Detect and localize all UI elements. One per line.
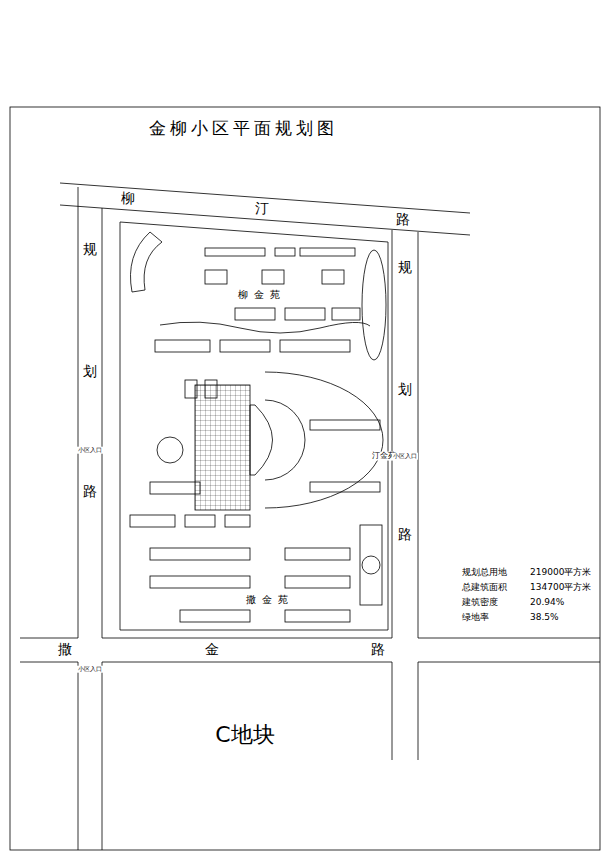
building bbox=[155, 340, 210, 352]
building bbox=[322, 270, 344, 284]
entrance-label: 小区入口 bbox=[77, 447, 103, 454]
road-label: 路 bbox=[371, 642, 385, 657]
stat-text: 38.5% bbox=[530, 613, 559, 623]
building bbox=[185, 515, 215, 527]
entrance-label: 小区入口 bbox=[77, 666, 103, 673]
road-edge bbox=[20, 638, 600, 639]
area-label: 柳金苑 bbox=[237, 289, 287, 300]
road-label: 路 bbox=[398, 527, 412, 542]
fan-arc bbox=[265, 400, 305, 480]
building bbox=[332, 308, 360, 320]
road-edge bbox=[418, 662, 419, 760]
building bbox=[285, 576, 350, 588]
stat-text: 建筑密度 bbox=[462, 598, 498, 608]
road-edge bbox=[102, 662, 103, 850]
stat-text: 134700平方米 bbox=[530, 583, 591, 593]
area-label: 撒金苑 bbox=[245, 594, 295, 605]
stat-text: 规划总用地 bbox=[462, 568, 507, 578]
road-label: 路 bbox=[396, 212, 410, 227]
road-edge bbox=[392, 230, 393, 638]
building bbox=[185, 380, 197, 398]
road-edge bbox=[102, 208, 103, 638]
building bbox=[150, 482, 200, 494]
building bbox=[310, 482, 380, 492]
road-label: 规 bbox=[83, 242, 97, 257]
oval-green bbox=[362, 250, 386, 360]
road-label: 规 bbox=[398, 260, 412, 275]
building bbox=[205, 270, 227, 284]
building bbox=[280, 340, 350, 352]
stat-text: 20.94% bbox=[530, 598, 564, 608]
entrance-label: 小区入口 bbox=[392, 453, 418, 460]
building bbox=[150, 576, 250, 588]
road-edge bbox=[418, 232, 419, 638]
building bbox=[285, 548, 350, 560]
plan-title: 金柳小区平面规划图 bbox=[149, 119, 338, 138]
stat-text: 绿地率 bbox=[462, 613, 489, 623]
building bbox=[150, 548, 250, 560]
building bbox=[130, 232, 162, 292]
road-label: 路 bbox=[83, 484, 97, 499]
building bbox=[300, 248, 355, 256]
building bbox=[285, 308, 325, 320]
plaza bbox=[195, 385, 250, 510]
road-label: 划 bbox=[83, 364, 97, 379]
central-building bbox=[250, 405, 273, 475]
frame bbox=[10, 107, 600, 850]
building bbox=[180, 610, 250, 622]
building bbox=[130, 515, 175, 527]
building bbox=[275, 248, 295, 256]
building bbox=[220, 340, 270, 352]
round-plaza bbox=[157, 437, 183, 463]
road-edge bbox=[78, 187, 79, 638]
road-label: 撒 bbox=[58, 642, 72, 657]
path bbox=[160, 322, 370, 333]
fan-arc bbox=[265, 372, 383, 508]
green bbox=[360, 525, 382, 605]
road-label: C地块 bbox=[215, 723, 274, 747]
road-edge bbox=[392, 662, 393, 760]
building bbox=[205, 248, 265, 256]
building bbox=[310, 420, 380, 430]
road-label: 划 bbox=[398, 382, 412, 397]
road-label: 柳 bbox=[121, 191, 135, 206]
stat-text: 总建筑面积 bbox=[462, 583, 507, 593]
road-edge bbox=[20, 662, 600, 663]
round-green bbox=[362, 556, 380, 574]
building bbox=[225, 515, 250, 527]
road-label: 金 bbox=[205, 642, 219, 657]
building bbox=[285, 610, 350, 622]
site-boundary bbox=[120, 222, 388, 630]
road-edge bbox=[78, 662, 79, 850]
building bbox=[205, 380, 217, 398]
building bbox=[235, 308, 275, 320]
building bbox=[262, 270, 284, 284]
road-label: 汀 bbox=[255, 201, 269, 216]
stat-text: 219000平方米 bbox=[530, 568, 591, 578]
